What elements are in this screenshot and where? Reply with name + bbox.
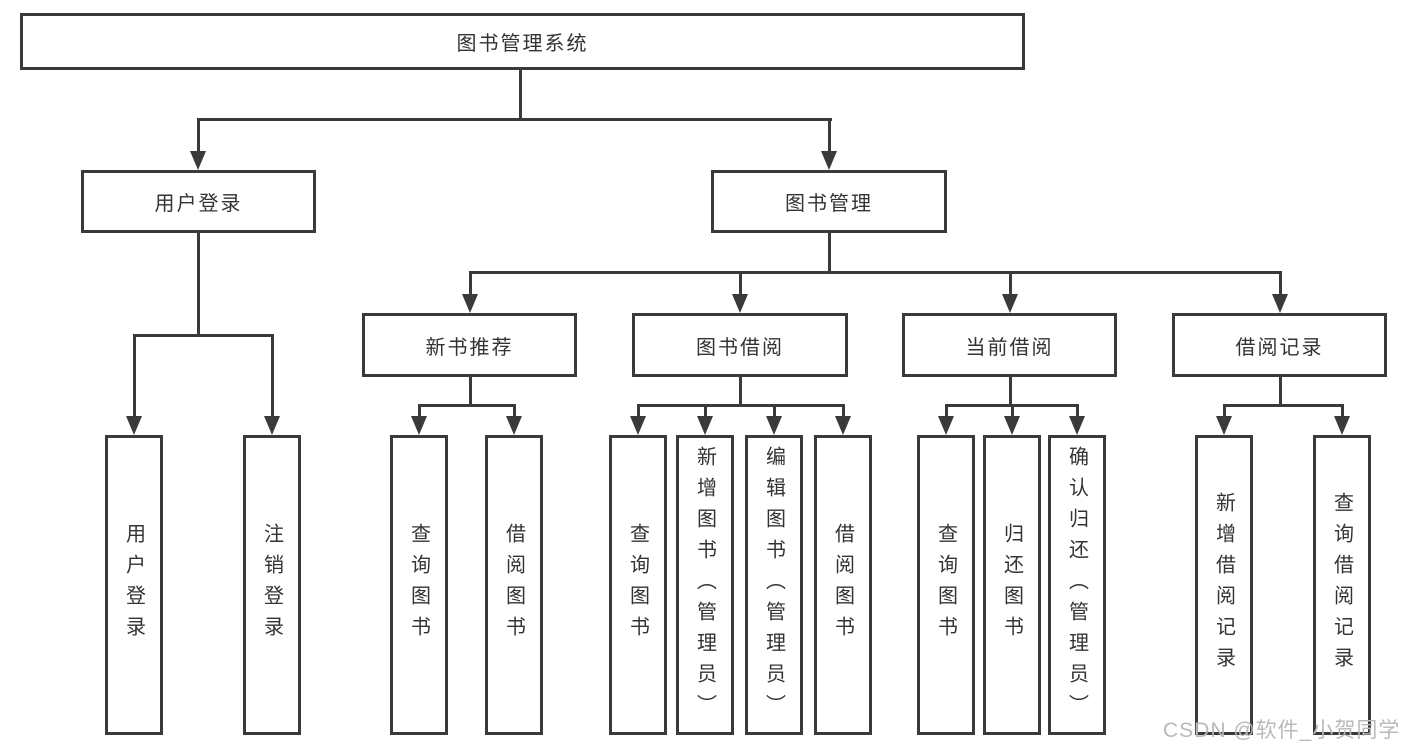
arrowhead-book-borrow bbox=[732, 294, 748, 313]
connector-level3-hbar bbox=[469, 271, 1282, 274]
arrowhead-leaf-logout bbox=[264, 416, 280, 435]
connector-stem-leaf-user-login bbox=[133, 334, 136, 418]
node-root-label: 图书管理系统 bbox=[456, 33, 589, 55]
leaf-bb-add-books-admin: 新增图书（管理员） bbox=[676, 435, 734, 735]
connector-new-book-stub bbox=[469, 377, 472, 407]
connector-stem-bb-borrow bbox=[842, 404, 845, 418]
arrowhead-bb-add bbox=[697, 416, 713, 435]
leaf-bb-query-books: 查询图书 bbox=[609, 435, 667, 735]
connector-borrow-records-hbar bbox=[1223, 404, 1344, 407]
node-book-management-branch: 图书管理 bbox=[711, 170, 947, 233]
arrowhead-borrow-records bbox=[1272, 294, 1288, 313]
leaf-logout: 注销登录 bbox=[243, 435, 301, 735]
arrowhead-cb-query bbox=[938, 416, 954, 435]
node-root: 图书管理系统 bbox=[20, 13, 1025, 70]
node-user-login-branch-label: 用户登录 bbox=[154, 193, 243, 215]
arrowhead-cb-return bbox=[1004, 416, 1020, 435]
connector-user-login-hbar bbox=[133, 334, 274, 337]
leaf-br-query-record-label: 查询借阅记录 bbox=[1330, 492, 1353, 678]
node-new-book-recommend-label: 新书推荐 bbox=[425, 336, 514, 359]
leaf-br-add-record-label: 新增借阅记录 bbox=[1212, 492, 1235, 678]
connector-borrow-records-stub bbox=[1279, 377, 1282, 407]
arrowhead-cb-confirm bbox=[1069, 416, 1085, 435]
connector-stem-leaf-logout bbox=[271, 334, 274, 418]
leaf-bb-query-books-label: 查询图书 bbox=[626, 523, 649, 647]
connector-stem-nb-borrow bbox=[513, 404, 516, 418]
leaf-user-login: 用户登录 bbox=[105, 435, 163, 735]
leaf-cb-confirm-return-admin: 确认归还（管理员） bbox=[1048, 435, 1106, 735]
arrowhead-nb-query bbox=[411, 416, 427, 435]
leaf-nb-query-books: 查询图书 bbox=[390, 435, 448, 735]
arrowhead-nb-borrow bbox=[506, 416, 522, 435]
node-borrowing-records-label: 借阅记录 bbox=[1235, 336, 1324, 359]
leaf-bb-borrow-books: 借阅图书 bbox=[814, 435, 872, 735]
connector-root-stub bbox=[519, 70, 522, 121]
leaf-cb-return-books: 归还图书 bbox=[983, 435, 1041, 735]
leaf-bb-borrow-books-label: 借阅图书 bbox=[831, 523, 854, 647]
leaf-user-login-label: 用户登录 bbox=[122, 523, 145, 647]
node-current-borrowing: 当前借阅 bbox=[902, 313, 1117, 377]
leaf-bb-add-books-admin-label: 新增图书（管理员） bbox=[693, 445, 716, 725]
arrowhead-bb-query bbox=[630, 416, 646, 435]
connector-stem-bb-query bbox=[637, 404, 640, 418]
leaf-cb-query-books: 查询图书 bbox=[917, 435, 975, 735]
arrowhead-leaf-user-login bbox=[126, 416, 142, 435]
arrowhead-user-login bbox=[190, 151, 206, 170]
leaf-nb-query-books-label: 查询图书 bbox=[407, 523, 430, 647]
connector-stem-user-login bbox=[197, 118, 200, 154]
arrowhead-br-add bbox=[1216, 416, 1232, 435]
connector-book-mgmt-stub bbox=[828, 233, 831, 273]
connector-stem-cb-return bbox=[1011, 404, 1014, 418]
leaf-logout-label: 注销登录 bbox=[260, 523, 283, 647]
connector-stem-br-query bbox=[1341, 404, 1344, 418]
leaf-nb-borrow-books-label: 借阅图书 bbox=[502, 523, 525, 647]
leaf-cb-query-books-label: 查询图书 bbox=[934, 523, 957, 647]
leaf-cb-confirm-return-admin-label: 确认归还（管理员） bbox=[1065, 445, 1088, 725]
node-borrowing-records: 借阅记录 bbox=[1172, 313, 1387, 377]
arrowhead-book-mgmt bbox=[821, 151, 837, 170]
connector-user-login-stub bbox=[197, 233, 200, 337]
leaf-br-add-record: 新增借阅记录 bbox=[1195, 435, 1253, 735]
leaf-br-query-record: 查询借阅记录 bbox=[1313, 435, 1371, 735]
arrowhead-bb-borrow bbox=[835, 416, 851, 435]
node-book-borrowing: 图书借阅 bbox=[632, 313, 848, 377]
node-current-borrowing-label: 当前借阅 bbox=[965, 336, 1054, 359]
connector-stem-current-borrow bbox=[1009, 271, 1012, 297]
arrowhead-new-book bbox=[462, 294, 478, 313]
leaf-nb-borrow-books: 借阅图书 bbox=[485, 435, 543, 735]
leaf-bb-edit-books-admin: 编辑图书（管理员） bbox=[745, 435, 803, 735]
connector-level2-hbar bbox=[197, 118, 832, 121]
csdn-watermark: CSDN @软件_小贺同学 bbox=[1163, 719, 1401, 742]
connector-stem-cb-query bbox=[945, 404, 948, 418]
connector-stem-cb-confirm bbox=[1076, 404, 1079, 418]
connector-stem-nb-query bbox=[418, 404, 421, 418]
leaf-cb-return-books-label: 归还图书 bbox=[1000, 523, 1023, 647]
connector-current-borrow-stub bbox=[1009, 377, 1012, 407]
node-new-book-recommend: 新书推荐 bbox=[362, 313, 577, 377]
connector-new-book-hbar bbox=[418, 404, 516, 407]
node-book-borrowing-label: 图书借阅 bbox=[696, 336, 784, 359]
connector-stem-book-mgmt bbox=[828, 118, 831, 154]
connector-stem-book-borrow bbox=[739, 271, 742, 297]
arrowhead-current-borrow bbox=[1002, 294, 1018, 313]
leaf-bb-edit-books-admin-label: 编辑图书（管理员） bbox=[762, 445, 785, 725]
node-book-management-branch-label: 图书管理 bbox=[785, 193, 873, 215]
connector-stem-borrow-records bbox=[1279, 271, 1282, 297]
arrowhead-bb-edit bbox=[766, 416, 782, 435]
connector-book-borrow-hbar bbox=[637, 404, 845, 407]
connector-stem-bb-edit bbox=[773, 404, 776, 418]
node-user-login-branch: 用户登录 bbox=[81, 170, 316, 233]
arrowhead-br-query bbox=[1334, 416, 1350, 435]
connector-book-borrow-stub bbox=[739, 377, 742, 407]
connector-stem-bb-add bbox=[704, 404, 707, 418]
connector-stem-new-book bbox=[469, 271, 472, 297]
connector-stem-br-add bbox=[1223, 404, 1226, 418]
